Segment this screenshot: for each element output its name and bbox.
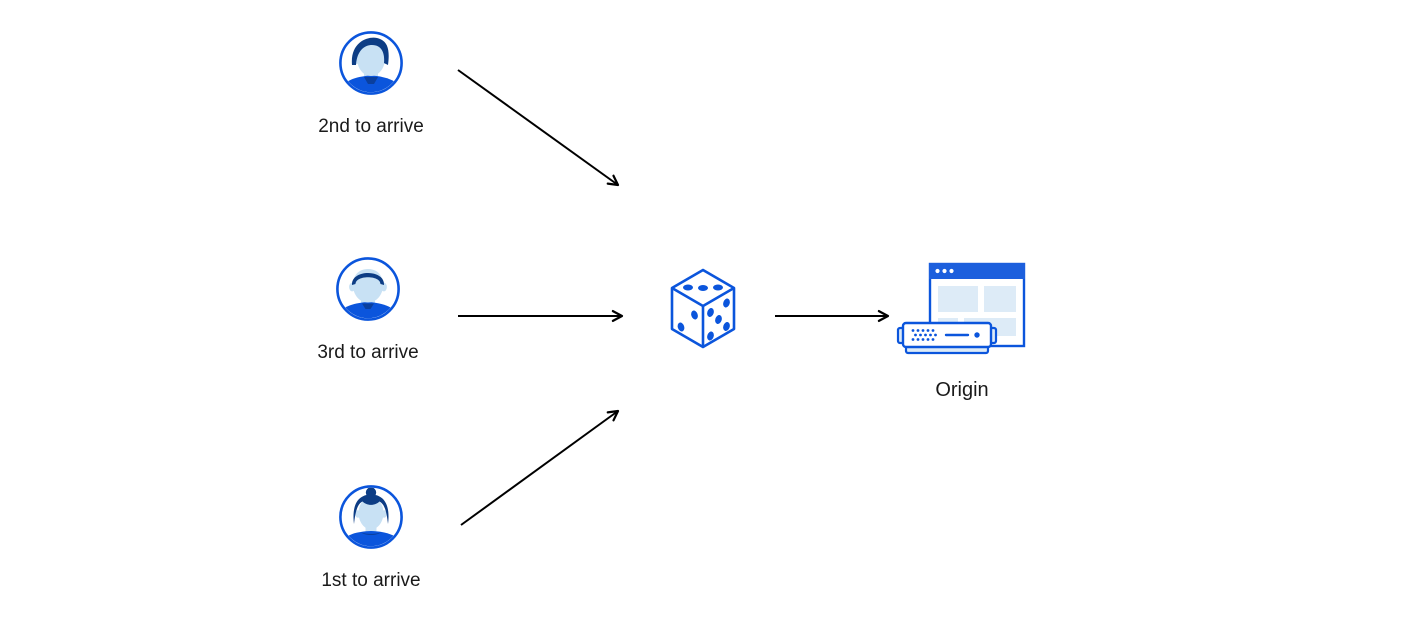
server-icon: [896, 321, 998, 355]
origin-server-icon: [896, 262, 1026, 355]
node-label-1st-to-arrive: 1st to arrive: [321, 570, 421, 591]
node-label-3rd-to-arrive: 3rd to arrive: [317, 342, 419, 363]
node-origin: Origin: [896, 262, 1028, 401]
arrow-user-2nd-to-dice: [457, 69, 620, 187]
man-short-hair-avatar-icon: [336, 257, 400, 321]
node-user-2nd-to-arrive: 2nd to arrive: [318, 30, 424, 137]
man-swept-hair-avatar-icon: [339, 31, 403, 95]
node-user-1st-to-arrive: 1st to arrive: [321, 484, 421, 591]
woman-bun-avatar-icon: [339, 485, 403, 549]
arrow-user-1st-to-dice: [460, 409, 620, 526]
node-dice: [668, 266, 738, 351]
node-user-3rd-to-arrive: 3rd to arrive: [317, 256, 419, 363]
dice-icon: [670, 268, 736, 349]
node-label-origin: Origin: [935, 379, 989, 401]
node-label-2nd-to-arrive: 2nd to arrive: [318, 116, 424, 137]
